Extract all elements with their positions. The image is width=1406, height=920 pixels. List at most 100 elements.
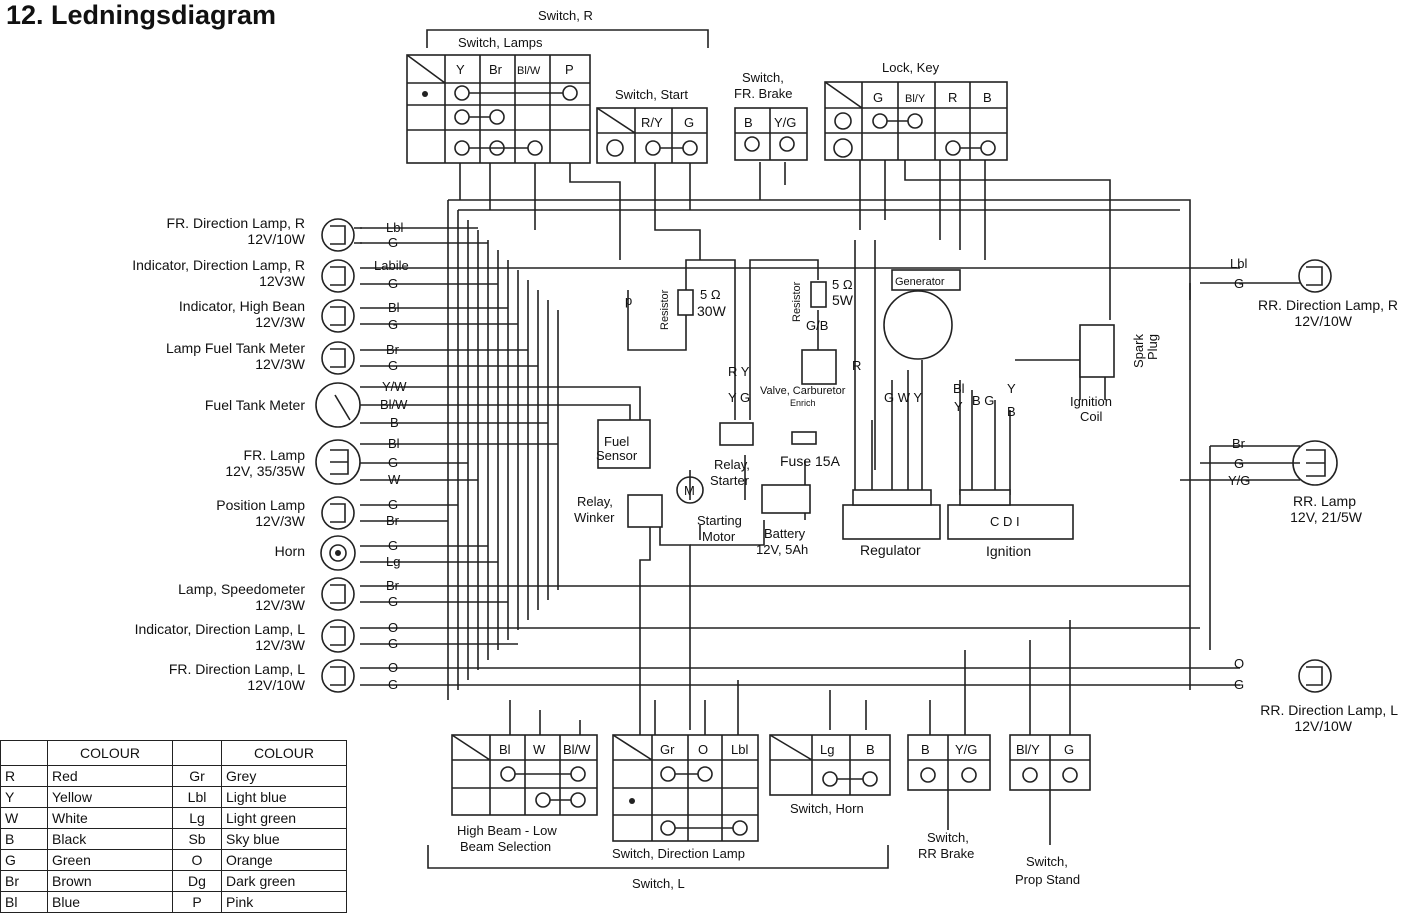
rr-brake-switch-block: B Y/G — [907, 734, 991, 830]
wire-label: G — [388, 636, 398, 651]
indicator-direction-r-rating: 12V3W — [259, 273, 306, 289]
lock-key-label: Lock, Key — [882, 60, 940, 75]
switch-start-col-g: G — [684, 115, 694, 130]
switch-start-block: R/Y G — [596, 107, 708, 164]
r-label: R — [852, 358, 861, 373]
resistor-2-label: Resistor — [791, 281, 803, 322]
high-beam-col-bl: Bl — [499, 742, 511, 757]
rr-direction-lamp-r-name: RR. Direction Lamp, R — [1258, 297, 1398, 313]
ry-label: R Y — [728, 364, 750, 379]
wire-label: Lbl — [1230, 256, 1247, 271]
horn-name: Horn — [275, 543, 305, 559]
wire-label: G — [388, 594, 398, 609]
switch-fr-brake-block: B Y/G — [734, 107, 808, 161]
direction-col-o: O — [698, 742, 708, 757]
lamp-fuel-tank-meter-rating: 12V/3W — [255, 356, 306, 372]
switch-fr-brake-label-2: FR. Brake — [734, 86, 793, 101]
colour-name: Dark green — [221, 870, 347, 892]
wire-label: Y/W — [382, 379, 407, 394]
table-header: COLOUR — [221, 740, 347, 766]
colour-name: Black — [47, 828, 173, 850]
table-header: COLOUR — [47, 740, 173, 766]
wire-label: Bl — [388, 436, 400, 451]
indicator-direction-l-rating: 12V/3W — [255, 637, 306, 653]
rr-direction-lamp-l-rating: 12V/10W — [1294, 718, 1352, 734]
colour-code: Dg — [172, 870, 222, 892]
resistor-1-watt: 30W — [697, 303, 727, 319]
regulator — [842, 504, 941, 540]
wire-label: W — [388, 472, 401, 487]
colour-code: R — [0, 765, 48, 787]
colour-code: Y — [0, 786, 48, 808]
spark-plug-label-1: Spark — [1131, 334, 1146, 368]
fuel-sensor — [597, 419, 651, 469]
wire-label: Br — [1232, 436, 1246, 451]
resistor-1 — [677, 289, 694, 316]
colour-name: Green — [47, 849, 173, 871]
starting-motor-label-2: Motor — [702, 529, 736, 544]
colour-code: P — [172, 891, 222, 913]
rr-lamp-name: RR. Lamp — [1293, 493, 1356, 509]
colour-code: Lbl — [172, 786, 222, 808]
fr-direction-lamp-l-rating: 12V/10W — [247, 677, 305, 693]
rr-direction-lamp-l-name: RR. Direction Lamp, L — [1260, 702, 1398, 718]
switch-fr-brake-label-1: Switch, — [742, 70, 784, 85]
lamp-speedometer-rating: 12V/3W — [255, 597, 306, 613]
colour-code: Bl — [0, 891, 48, 913]
colour-name: Yellow — [47, 786, 173, 808]
wire-label: G — [388, 235, 398, 250]
colour-name: Orange — [221, 849, 347, 871]
resistor-2 — [810, 281, 827, 308]
y-b-label-2: B — [1007, 404, 1016, 419]
colour-code: W — [0, 807, 48, 829]
page-title: 12. Ledningsdiagram — [6, 0, 277, 30]
ignition-coil-icon — [1079, 324, 1115, 378]
wire-label: Br — [386, 342, 400, 357]
lock-key-col-b: B — [983, 90, 992, 105]
fr-lamp-rating: 12V, 35/35W — [225, 463, 305, 479]
relay-starter-label-1: Relay, — [714, 457, 750, 472]
wire-label: G — [1234, 456, 1244, 471]
fuse-icon — [791, 431, 817, 445]
horn-col-lg: Lg — [820, 742, 834, 757]
wire-label: G — [388, 497, 398, 512]
ignition-label: Ignition — [986, 543, 1031, 559]
colour-name: Brown — [47, 870, 173, 892]
wire-label: O — [1234, 656, 1244, 671]
generator-icon — [883, 290, 953, 360]
battery-label-2: 12V, 5Ah — [756, 542, 808, 557]
position-lamp-rating: 12V/3W — [255, 513, 306, 529]
indicator-direction-r-name: Indicator, Direction Lamp, R — [132, 257, 305, 273]
wire-label: Y/G — [1228, 473, 1250, 488]
fuel-tank-meter-name: Fuel Tank Meter — [205, 397, 305, 413]
table-header-row: COLOUR COLOUR — [0, 740, 347, 766]
bl-y-label-1: Bl — [953, 381, 965, 396]
colour-name: Pink — [221, 891, 347, 913]
generator-label: Generator — [895, 276, 945, 288]
fuse-label: Fuse 15A — [780, 453, 841, 469]
fr-direction-lamp-r-rating: 12V/10W — [247, 231, 305, 247]
high-beam-col-blw: Bl/W — [563, 742, 591, 757]
yg-label: Y G — [728, 390, 750, 405]
table-row: Br Brown Dg Dark green — [0, 870, 347, 892]
relay-starter-label-2: Starter — [710, 473, 750, 488]
motor-symbol: M — [684, 483, 695, 498]
prop-stand-label-1: Switch, — [1026, 854, 1068, 869]
relay-winker-label-2: Winker — [574, 510, 615, 525]
switch-lamps-label: Switch, Lamps — [458, 35, 543, 50]
wire-label: Labile — [374, 258, 409, 273]
wire-label: G — [388, 677, 398, 692]
fuel-sensor-label-2: Sensor — [596, 448, 638, 463]
lock-key-col-bly: Bl/Y — [905, 93, 926, 105]
table-header — [0, 740, 48, 766]
wire-label: O — [388, 620, 398, 635]
gb-label: G/B — [806, 318, 828, 333]
spark-plug-label-2: Plug — [1145, 334, 1160, 360]
starting-motor-icon — [676, 476, 704, 504]
wire-label: G — [388, 538, 398, 553]
prop-stand-col-bly: Bl/Y — [1016, 742, 1040, 757]
bl-y-label-2: Y — [954, 399, 963, 414]
p-label: p — [625, 293, 632, 308]
high-beam-col-w: W — [533, 742, 546, 757]
